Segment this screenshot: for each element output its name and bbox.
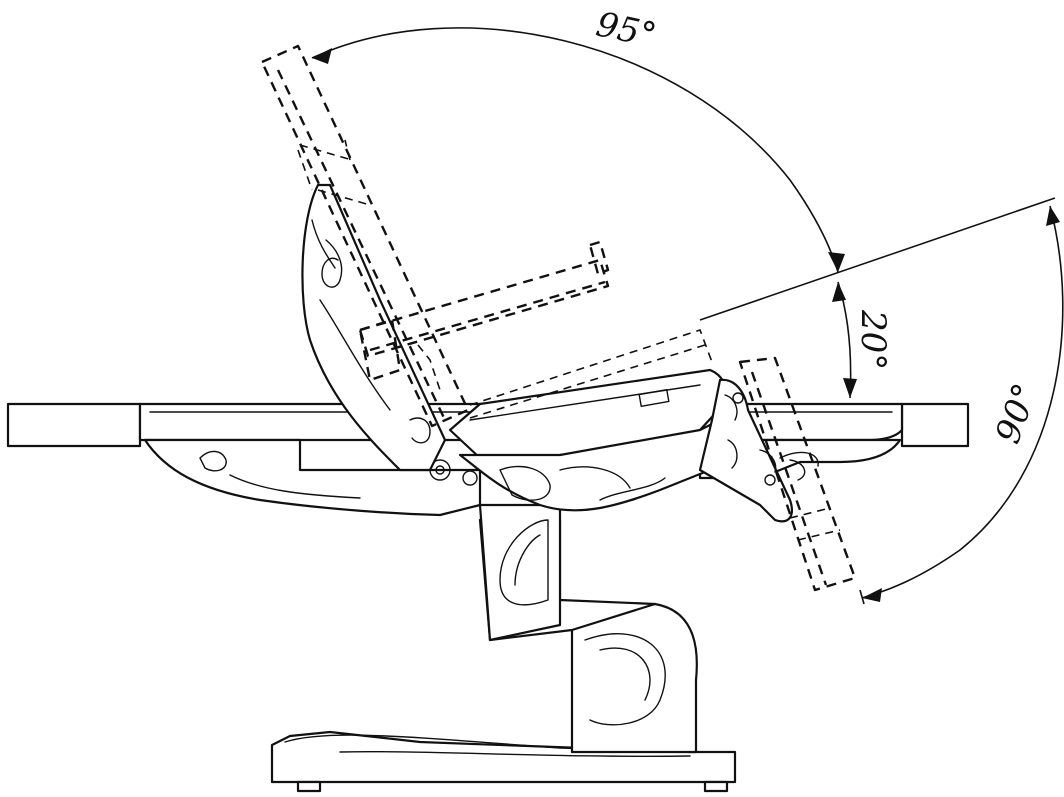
angle-label-90: 90° (988, 378, 1046, 448)
legrest-solid (698, 378, 806, 523)
backrest-solid (301, 183, 447, 472)
seat-dashed-tilt (469, 329, 713, 419)
angle-label-95: 95° (593, 4, 660, 56)
lift-column (478, 503, 698, 754)
legrest-dashed-lowered (738, 356, 857, 592)
backrest-dashed-raised (260, 44, 610, 428)
dimension-lines (311, 27, 1064, 605)
chair-base (270, 730, 737, 793)
angle-label-20: 20° (853, 309, 893, 370)
